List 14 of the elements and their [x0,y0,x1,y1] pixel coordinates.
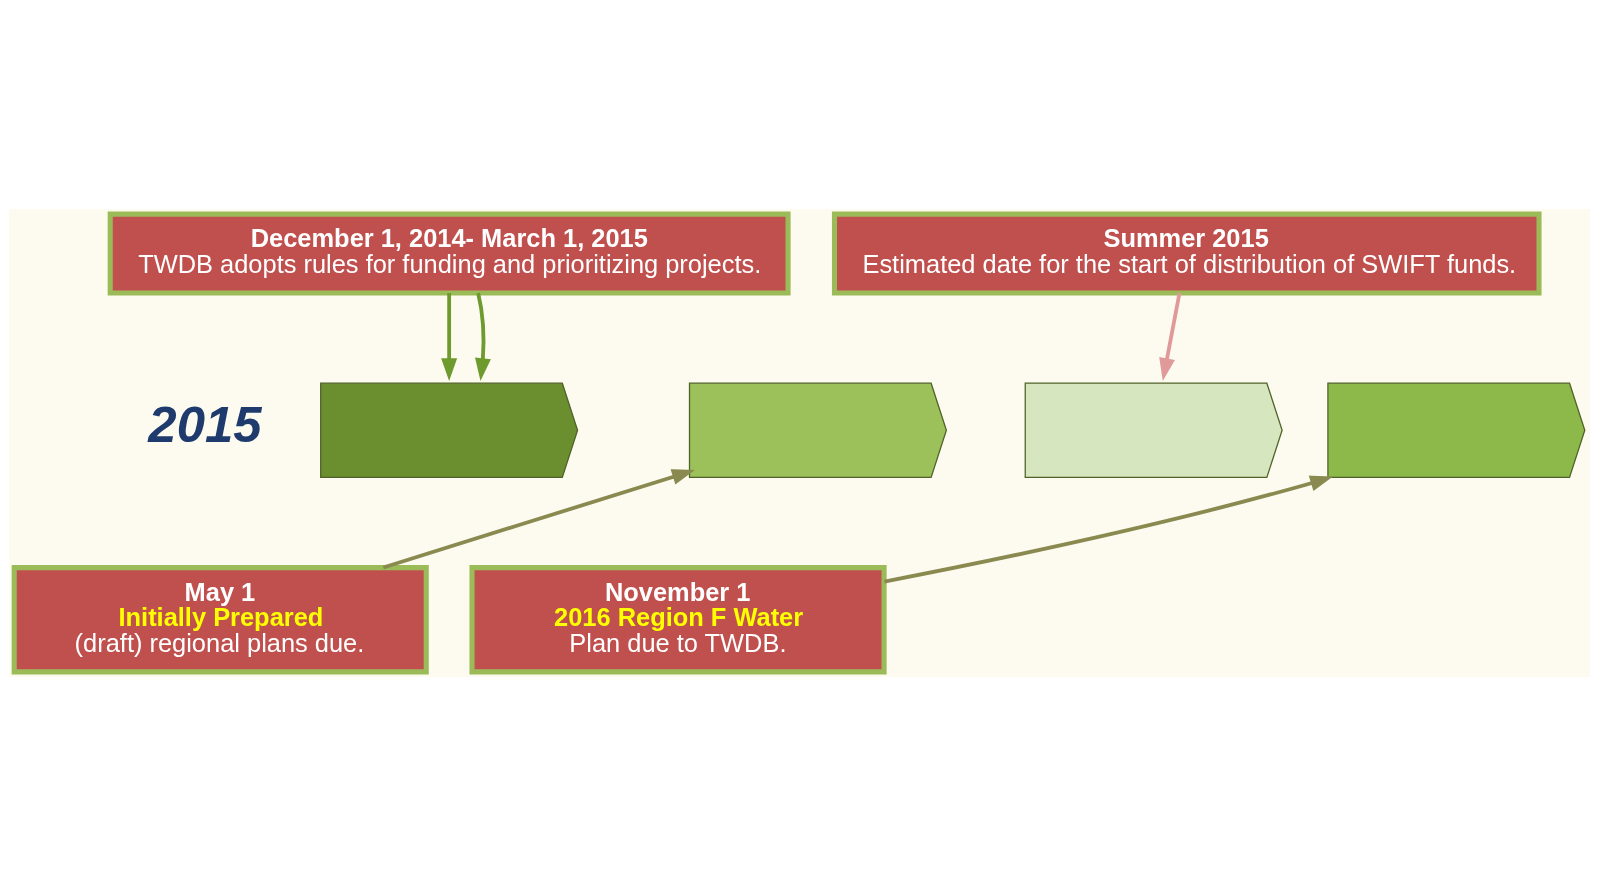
node-chevron [1024,382,1283,478]
arrow [1159,292,1182,381]
node-chevron [688,382,948,478]
node-chevron [320,382,579,478]
label: 2015 [148,395,262,453]
arrow [884,475,1334,583]
node-box: November 1 2016 Region F Water Plan due to TWDB. [469,564,887,674]
arrow [475,292,491,381]
node-box: May 1 Initially Prepared (draft) regional plans due. [11,564,429,674]
arrow [382,468,695,569]
arrow [441,292,458,381]
node-box: December 1, 2014- March 1, 2015 TWDB adopts rules for funding and prioritizing projects. [107,211,791,295]
node-box: Summer 2015 Estimated date for the start of distribution of SWIFT funds. [831,211,1542,295]
node-chevron [1327,382,1586,478]
